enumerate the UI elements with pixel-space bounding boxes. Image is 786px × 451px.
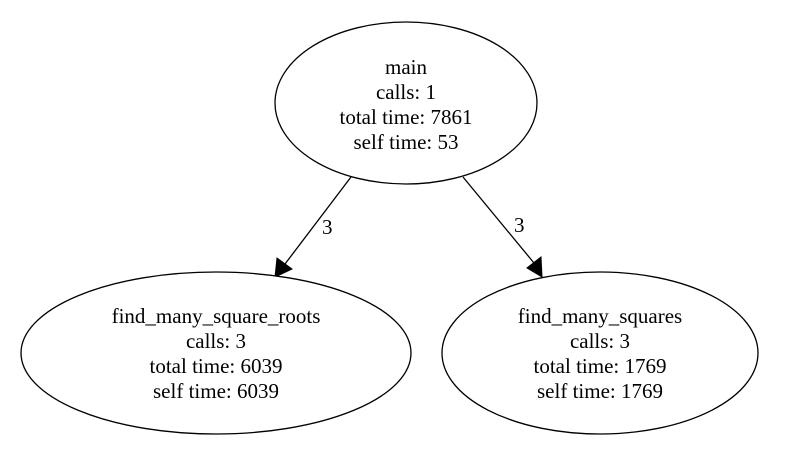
node-name: find_many_squares	[518, 304, 682, 328]
node-self-time: self time: 6039	[153, 379, 279, 403]
node-calls: calls: 1	[376, 80, 436, 104]
node-ellipse	[20, 271, 412, 435]
edge-line	[284, 176, 352, 265]
node-calls: calls: 3	[186, 329, 246, 353]
node-name: main	[385, 55, 427, 79]
node-total-time: total time: 1769	[534, 354, 667, 378]
node-total-time: total time: 6039	[150, 354, 283, 378]
node-self-time: self time: 53	[354, 130, 459, 154]
edge-main-to-squares: 3	[462, 176, 543, 278]
node-ellipse	[441, 271, 759, 435]
node-find-many-square-roots[interactable]: find_many_square_roots calls: 3 total ti…	[20, 271, 412, 435]
edge-label-calls: 3	[322, 215, 333, 239]
node-total-time: total time: 7861	[340, 105, 473, 129]
edge-line	[462, 176, 535, 264]
arrowhead-icon	[274, 257, 293, 278]
edge-label-calls: 3	[514, 213, 525, 237]
node-main[interactable]: main calls: 1 total time: 7861 self time…	[274, 21, 538, 185]
edge-main-to-square-roots: 3	[274, 176, 352, 278]
node-ellipse	[274, 21, 538, 185]
node-self-time: self time: 1769	[537, 379, 663, 403]
node-find-many-squares[interactable]: find_many_squares calls: 3 total time: 1…	[441, 271, 759, 435]
node-calls: calls: 3	[570, 329, 630, 353]
node-name: find_many_square_roots	[112, 304, 321, 328]
arrowhead-icon	[526, 256, 543, 278]
